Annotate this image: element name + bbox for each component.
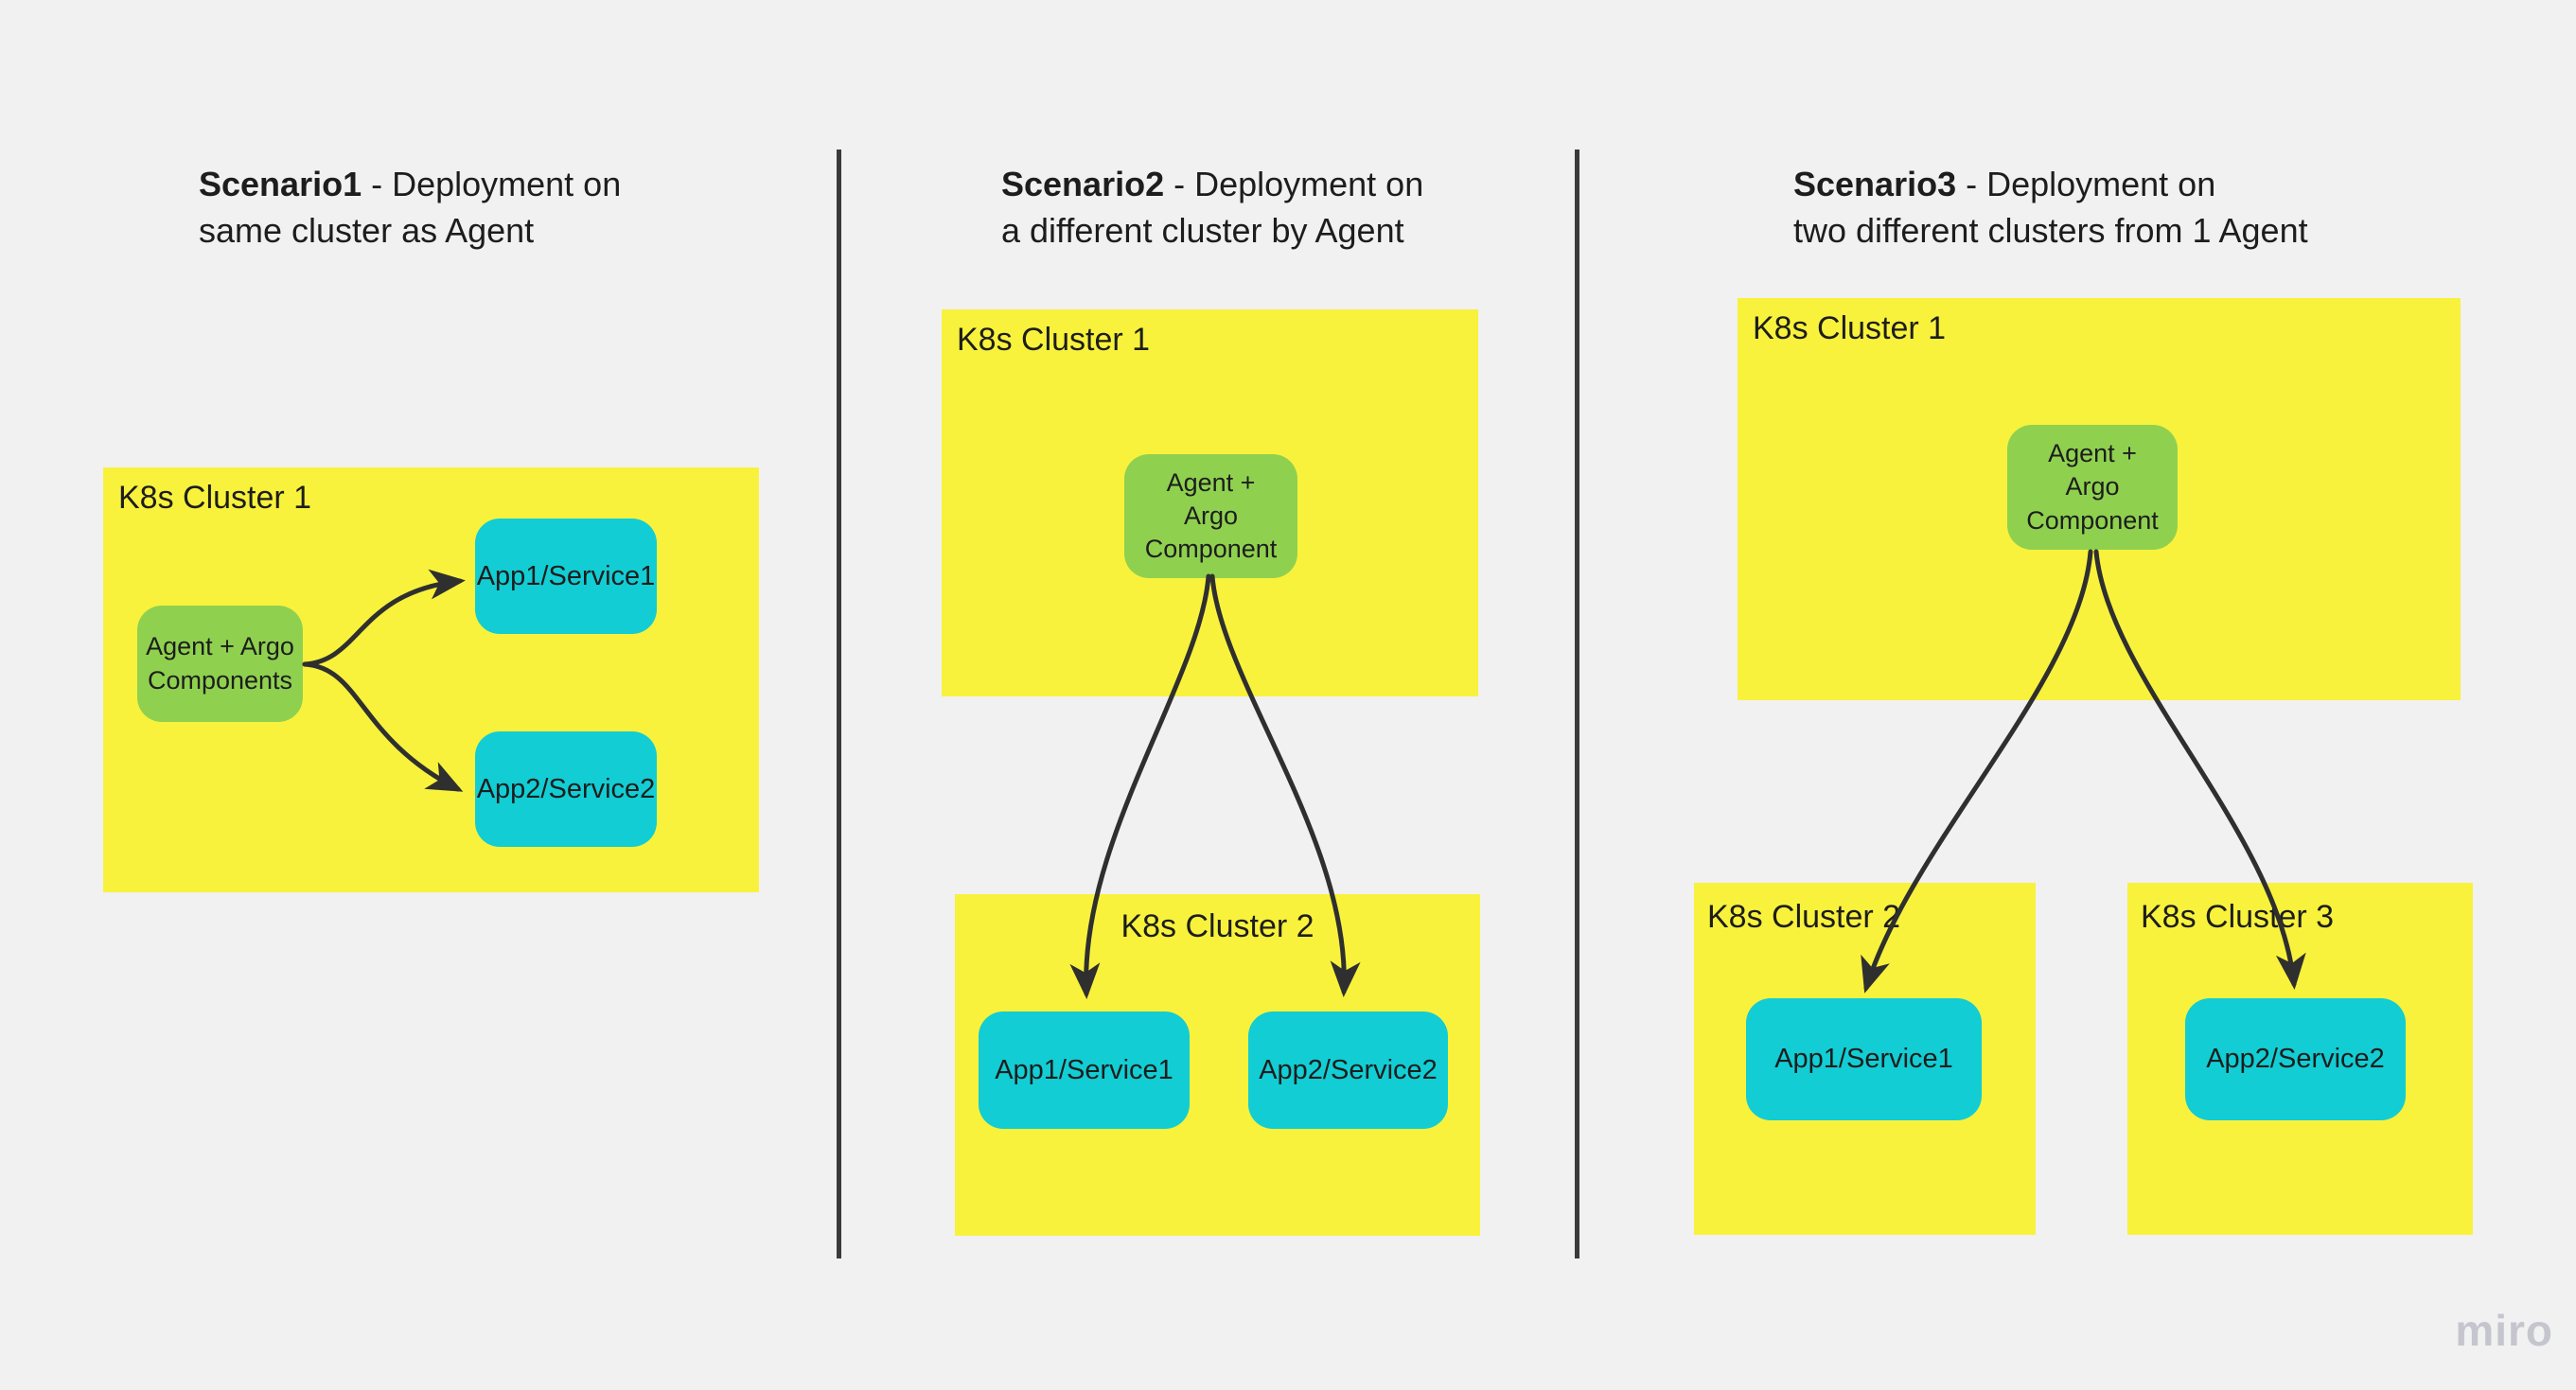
scenario2-title-line2: a different cluster by Agent (1001, 211, 1404, 250)
scenario3-title-rest: - Deployment on (1956, 165, 2216, 203)
scenario2-app2-node[interactable]: App2/Service2 (1248, 1012, 1448, 1129)
scenario2-app1-node[interactable]: App1/Service1 (979, 1012, 1190, 1129)
scenario3-app1-node[interactable]: App1/Service1 (1746, 998, 1982, 1120)
scenario1-title-bold: Scenario1 (199, 165, 362, 203)
scenario3-app2-node[interactable]: App2/Service2 (2185, 998, 2406, 1120)
scenario1-app1-node[interactable]: App1/Service1 (475, 519, 657, 634)
panel-divider-1[interactable] (837, 150, 841, 1258)
scenario3-title-bold: Scenario3 (1793, 165, 1957, 203)
panel-divider-2[interactable] (1575, 150, 1579, 1258)
miro-logo: miro (2455, 1306, 2553, 1355)
scenario3-title-line2: two different clusters from 1 Agent (1793, 211, 2308, 250)
scenario3-agent-node[interactable]: Agent + Argo Component (2007, 425, 2178, 550)
scenario2-app2-label: App2/Service2 (1259, 1054, 1438, 1085)
scenario3-cluster2-label: K8s Cluster 2 (1707, 899, 1901, 935)
scenario3-app2-label: App2/Service2 (2206, 1044, 2385, 1074)
scenario3-title[interactable]: Scenario3 - Deployment on two different … (1793, 161, 2308, 254)
scenario2-title-bold: Scenario2 (1001, 165, 1165, 203)
scenario2-agent-label: Agent + Argo Component (1144, 467, 1278, 564)
scenario3-agent-label: Agent + Argo Component (2026, 439, 2159, 535)
scenario2-agent-node[interactable]: Agent + Argo Component (1124, 454, 1297, 578)
scenario3-cluster1-label: K8s Cluster 1 (1753, 310, 1947, 346)
scenario1-title-line2: same cluster as Agent (199, 211, 535, 250)
scenario2-title[interactable]: Scenario2 - Deployment on a different cl… (1001, 161, 1423, 254)
scenario2-cluster1-label: K8s Cluster 1 (957, 322, 1151, 358)
scenario3-app1-label: App1/Service1 (1774, 1044, 1953, 1074)
scenario2-app1-label: App1/Service1 (995, 1054, 1173, 1085)
scenario1-title-rest: - Deployment on (362, 165, 622, 203)
scenario1-agent-node[interactable]: Agent + Argo Components (137, 606, 303, 722)
scenario1-title[interactable]: Scenario1 - Deployment on same cluster a… (199, 161, 621, 254)
scenario2-cluster2-label: K8s Cluster 2 (1120, 908, 1314, 944)
scenario2-title-rest: - Deployment on (1164, 165, 1424, 203)
scenario1-app1-label: App1/Service1 (476, 560, 656, 591)
scenario1-app2-node[interactable]: App2/Service2 (475, 731, 657, 847)
scenario1-agent-label: Agent + Argo Components (146, 632, 294, 695)
scenario1-cluster1-label: K8s Cluster 1 (118, 480, 312, 516)
scenario3-cluster3-label: K8s Cluster 3 (2141, 899, 2335, 935)
scenario1-app2-label: App2/Service2 (476, 773, 656, 804)
